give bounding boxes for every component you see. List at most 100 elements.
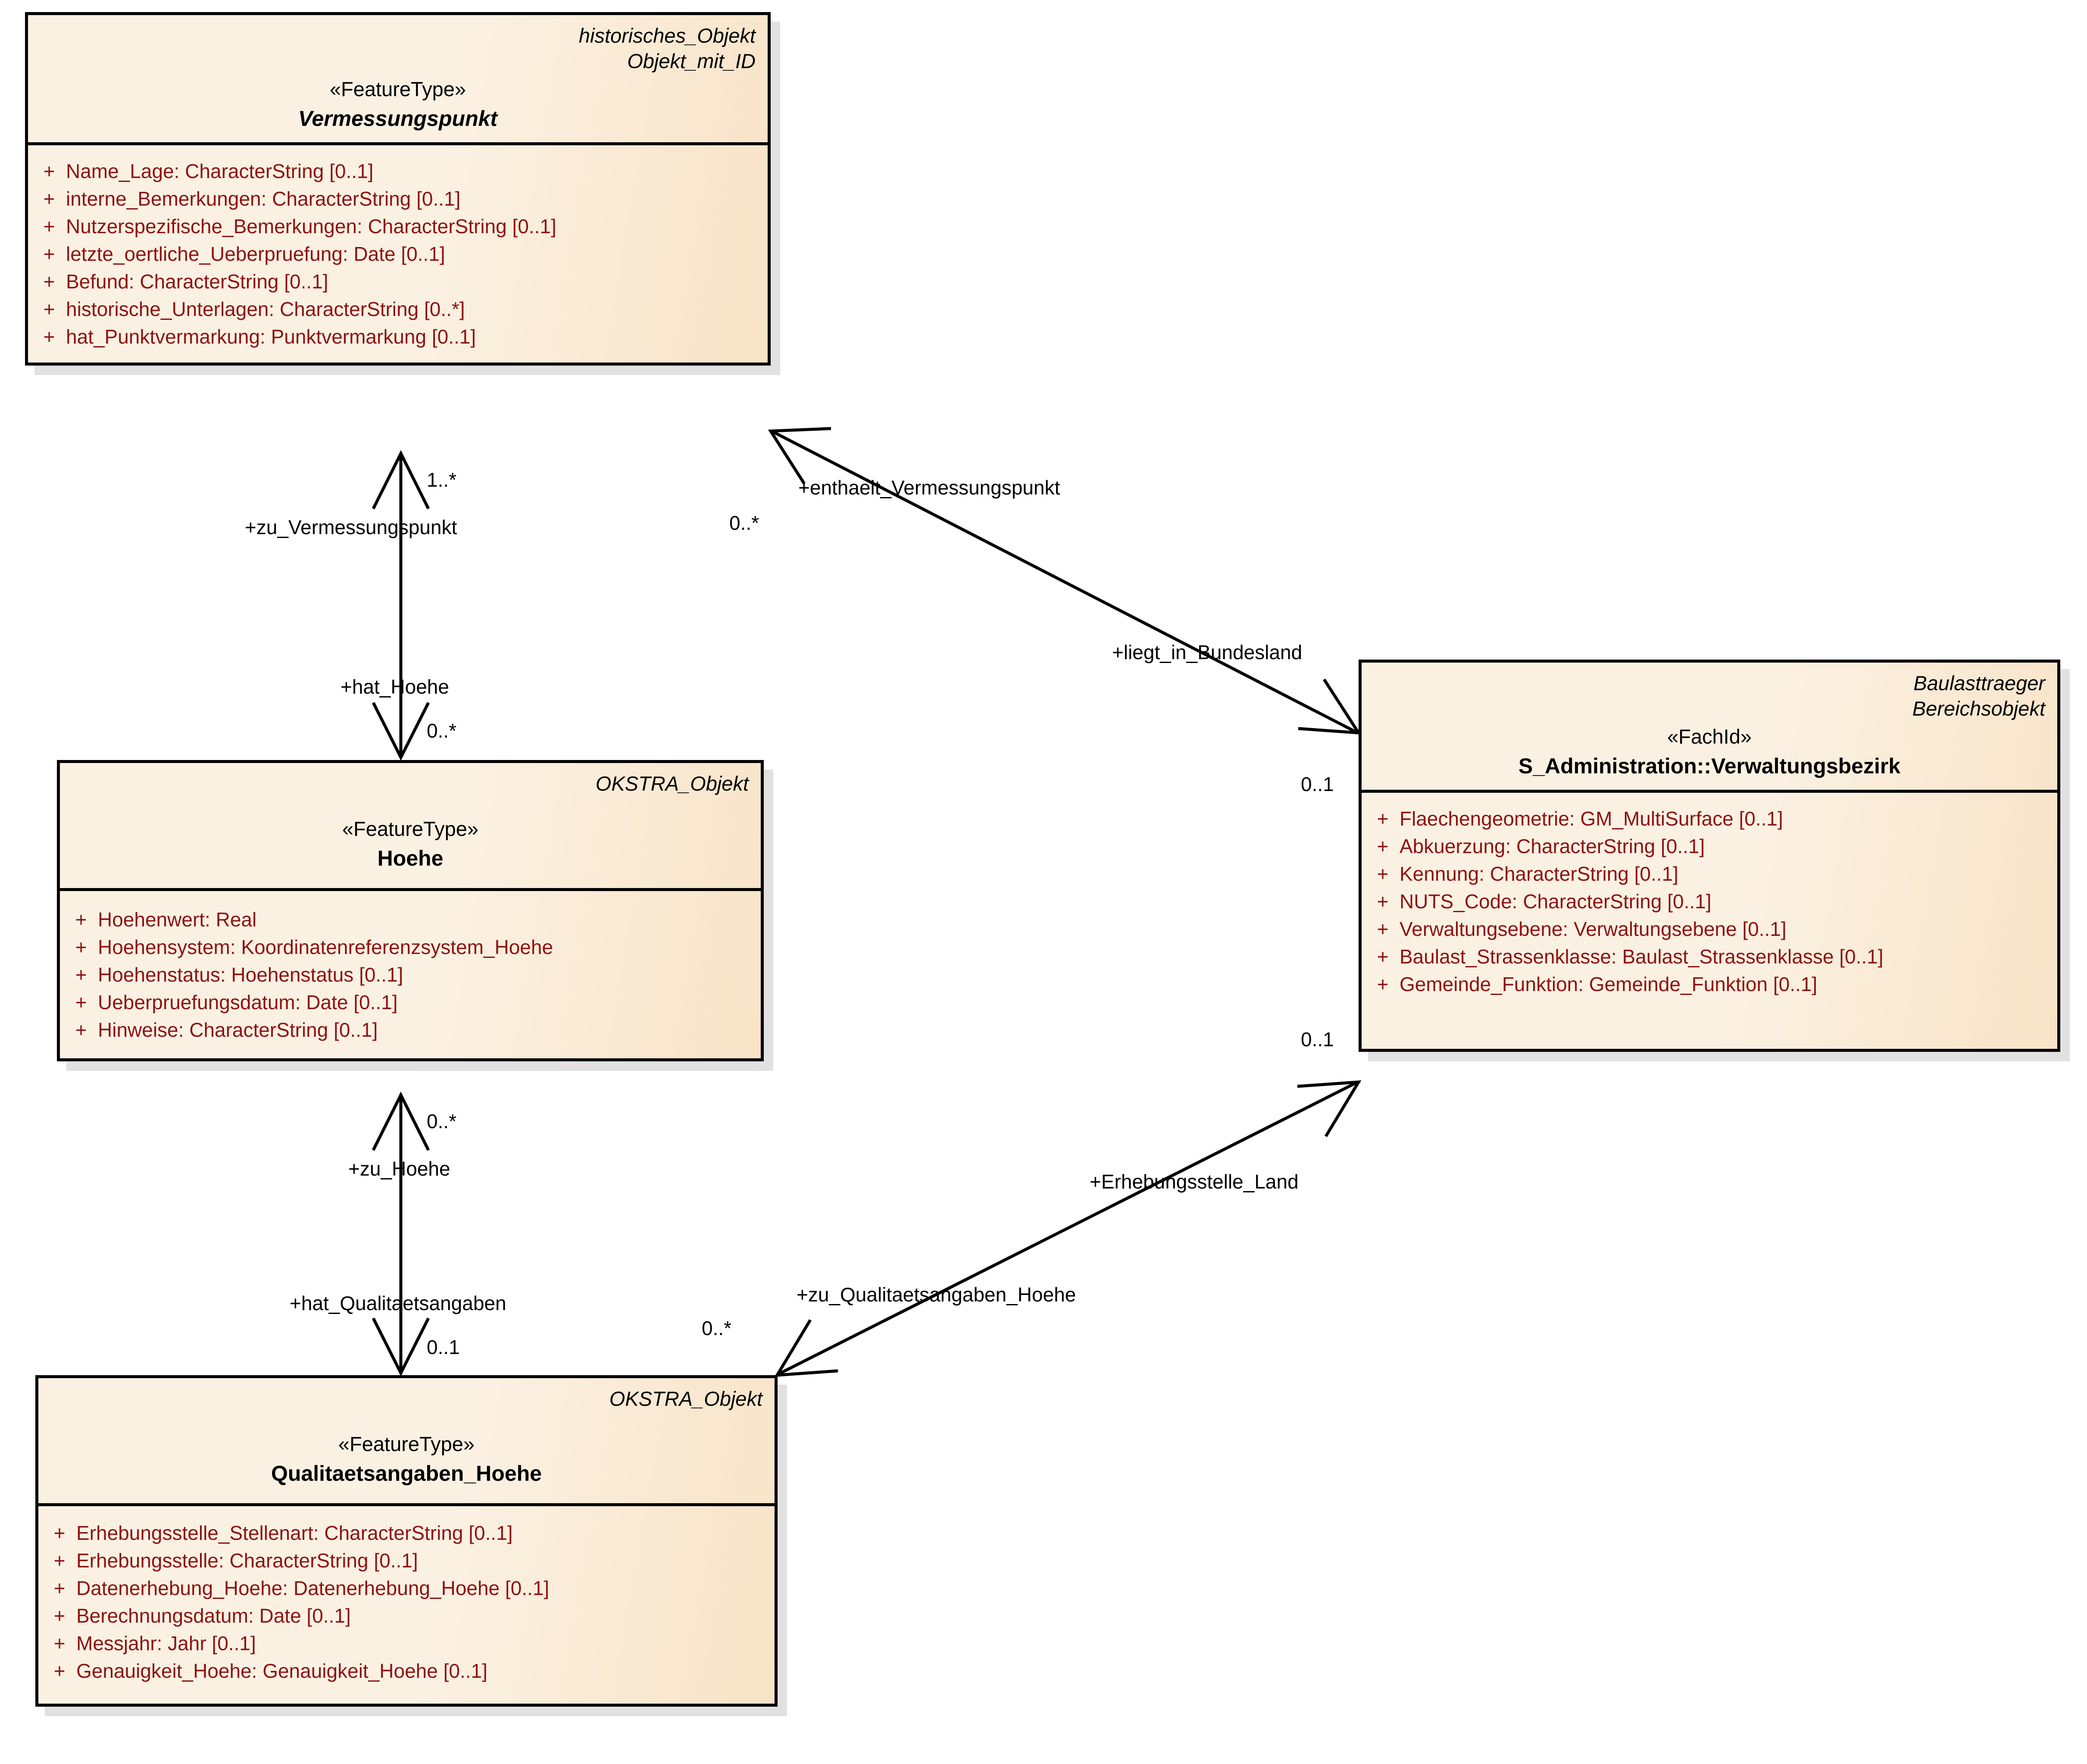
- supertype-label: Objekt_mit_ID: [627, 50, 756, 73]
- attribute-row: + Messjahr: Jahr [0..1]: [43, 1630, 770, 1657]
- attribute-row: + Befund: CharacterString [0..1]: [32, 268, 763, 295]
- attribute-row: + Flaechengeometrie: GM_MultiSurface [0.…: [1366, 805, 2053, 832]
- class-attributes-hoehe: + Hoehenwert: Real + Hoehensystem: Koord…: [60, 891, 761, 1058]
- visibility-marker: +: [75, 936, 87, 959]
- visibility-marker: +: [53, 1522, 66, 1545]
- class-header-hoehe: OKSTRA_Objekt «FeatureType» Hoehe: [60, 763, 761, 891]
- attribute-row: + Name_Lage: CharacterString [0..1]: [32, 157, 763, 185]
- class-box-vermessungspunkt[interactable]: historisches_Objekt Objekt_mit_ID «Featu…: [25, 12, 771, 366]
- class-box-hoehe[interactable]: OKSTRA_Objekt «FeatureType» Hoehe + Hoeh…: [57, 760, 764, 1062]
- attribute-row: + hat_Punktvermarkung: Punktvermarkung […: [32, 323, 763, 350]
- arrowhead-to-hoehe: [372, 702, 430, 761]
- visibility-marker: +: [43, 270, 55, 293]
- arrowhead-to-qualitaetsangaben-2: [774, 1319, 838, 1377]
- attribute-signature: Nutzerspezifische_Bemerkungen: Character…: [66, 215, 556, 238]
- supertype-label: Baulasttraeger: [1913, 672, 2045, 694]
- supertype-label: OKSTRA_Objekt: [609, 1387, 762, 1410]
- attribute-signature: Ueberpruefungsdatum: Date [0..1]: [98, 991, 398, 1014]
- attribute-row: + Baulast_Strassenklasse: Baulast_Strass…: [1366, 943, 2053, 970]
- class-stereotype: «FeatureType»: [329, 78, 466, 101]
- attribute-row: + Genauigkeit_Hoehe: Genauigkeit_Hoehe […: [43, 1657, 770, 1685]
- attribute-signature: historische_Unterlagen: CharacterString …: [66, 298, 465, 321]
- attribute-signature: Hoehenwert: Real: [98, 908, 257, 931]
- arrowhead-to-hoehe-2: [372, 1092, 430, 1151]
- class-attributes-vermessungspunkt: + Name_Lage: CharacterString [0..1] + in…: [28, 145, 768, 363]
- visibility-marker: +: [43, 160, 55, 183]
- visibility-marker: +: [43, 298, 55, 321]
- attribute-row: + Hoehenstatus: Hoehenstatus [0..1]: [64, 961, 756, 988]
- role-hat-hoehe: +hat_Hoehe: [341, 676, 449, 698]
- attribute-row: + Kennung: CharacterString [0..1]: [1366, 860, 2053, 888]
- visibility-marker: +: [53, 1660, 66, 1683]
- visibility-marker: +: [75, 991, 87, 1014]
- class-header-verwaltungsbezirk: Baulasttraeger Bereichsobjekt «FachId» S…: [1362, 663, 2057, 793]
- role-zu-qualitaetsangaben-hoehe: +zu_Qualitaetsangaben_Hoehe: [797, 1283, 1076, 1306]
- attribute-signature: Messjahr: Jahr [0..1]: [76, 1632, 256, 1655]
- attribute-row: + Berechnungsdatum: Date [0..1]: [43, 1602, 770, 1630]
- class-stereotype: «FeatureType»: [338, 1432, 475, 1456]
- attribute-signature: Baulast_Strassenklasse: Baulast_Strassen…: [1400, 945, 1884, 968]
- role-liegt-in-bundesland: +liegt_in_Bundesland: [1112, 641, 1303, 663]
- attribute-signature: Hinweise: CharacterString [0..1]: [98, 1019, 378, 1042]
- multiplicity-zu-qualitaetsangaben-hoehe: 0..*: [702, 1317, 732, 1339]
- attribute-row: + Nutzerspezifische_Bemerkungen: Charact…: [32, 213, 763, 240]
- class-name: S_Administration::Verwaltungsbezirk: [1518, 754, 1901, 779]
- edge-qualitaetsangaben-verwaltungsbezirk: [777, 1080, 1359, 1376]
- attribute-row: + letzte_oertliche_Ueberpruefung: Date […: [32, 240, 763, 268]
- visibility-marker: +: [1377, 890, 1389, 913]
- supertype-label: historisches_Objekt: [578, 24, 756, 47]
- visibility-marker: +: [53, 1577, 66, 1600]
- attribute-row: + NUTS_Code: CharacterString [0..1]: [1366, 888, 2053, 915]
- attribute-row: + Ueberpruefungsdatum: Date [0..1]: [64, 988, 756, 1016]
- class-box-qualitaetsangaben-hoehe[interactable]: OKSTRA_Objekt «FeatureType» Qualitaetsan…: [35, 1375, 778, 1707]
- visibility-marker: +: [75, 1019, 87, 1042]
- visibility-marker: +: [53, 1549, 66, 1572]
- class-box-verwaltungsbezirk[interactable]: Baulasttraeger Bereichsobjekt «FachId» S…: [1359, 660, 2060, 1052]
- multiplicity-zu-hoehe: 0..*: [427, 1110, 457, 1132]
- visibility-marker: +: [43, 243, 55, 266]
- arrowhead-to-verwaltungsbezirk-1: [1298, 679, 1362, 735]
- attribute-signature: NUTS_Code: CharacterString [0..1]: [1400, 890, 1712, 913]
- attribute-signature: Erhebungsstelle: CharacterString [0..1]: [76, 1549, 418, 1572]
- multiplicity-zu-vermessungspunkt: 1..*: [427, 469, 457, 491]
- attribute-signature: Hoehenstatus: Hoehenstatus [0..1]: [98, 963, 403, 986]
- role-zu-vermessungspunkt: +zu_Vermessungspunkt: [245, 516, 457, 538]
- attribute-signature: Hoehensystem: Koordinatenreferenzsystem_…: [98, 936, 553, 959]
- visibility-marker: +: [1377, 945, 1389, 968]
- visibility-marker: +: [1377, 835, 1389, 858]
- role-hat-qualitaetsangaben: +hat_Qualitaetsangaben: [290, 1292, 506, 1314]
- attribute-signature: hat_Punktvermarkung: Punktvermarkung [0.…: [66, 325, 476, 348]
- multiplicity-hat-hoehe: 0..*: [427, 719, 457, 742]
- attribute-row: + interne_Bemerkungen: CharacterString […: [32, 185, 763, 213]
- attribute-row: + Hoehensystem: Koordinatenreferenzsyste…: [64, 933, 756, 961]
- class-stereotype: «FeatureType»: [342, 817, 479, 841]
- attribute-signature: Befund: CharacterString [0..1]: [66, 270, 328, 293]
- supertype-label: OKSTRA_Objekt: [595, 772, 749, 795]
- attribute-signature: Flaechengeometrie: GM_MultiSurface [0..1…: [1400, 807, 1783, 830]
- visibility-marker: +: [53, 1632, 66, 1655]
- attribute-row: + Hoehenwert: Real: [64, 906, 756, 933]
- multiplicity-erhebungsstelle-land: 0..1: [1301, 1028, 1334, 1051]
- arrowhead-to-vermessungspunkt: [372, 450, 430, 510]
- attribute-row: + historische_Unterlagen: CharacterStrin…: [32, 295, 763, 323]
- role-enthaelt-vermessungspunkt: +enthaelt_Vermessungspunkt: [798, 476, 1060, 499]
- attribute-row: + Erhebungsstelle_Stellenart: CharacterS…: [43, 1519, 770, 1547]
- class-attributes-verwaltungsbezirk: + Flaechengeometrie: GM_MultiSurface [0.…: [1362, 793, 2057, 1049]
- visibility-marker: +: [43, 188, 55, 210]
- attribute-signature: Erhebungsstelle_Stellenart: CharacterStr…: [76, 1522, 513, 1545]
- attribute-signature: letzte_oertliche_Ueberpruefung: Date [0.…: [66, 243, 445, 266]
- class-header-qualitaetsangaben-hoehe: OKSTRA_Objekt «FeatureType» Qualitaetsan…: [38, 1378, 775, 1507]
- visibility-marker: +: [53, 1604, 66, 1627]
- attribute-row: + Verwaltungsebene: Verwaltungsebene [0.…: [1366, 915, 2053, 943]
- attribute-row: + Erhebungsstelle: CharacterString [0..1…: [43, 1547, 770, 1574]
- multiplicity-liegt-in-bundesland: 0..1: [1301, 773, 1334, 795]
- visibility-marker: +: [1377, 863, 1389, 885]
- attribute-row: + Hinweise: CharacterString [0..1]: [64, 1016, 756, 1044]
- attribute-signature: Abkuerzung: CharacterString [0..1]: [1400, 835, 1705, 858]
- attribute-signature: Verwaltungsebene: Verwaltungsebene [0..1…: [1400, 918, 1787, 941]
- role-zu-hoehe: +zu_Hoehe: [348, 1157, 450, 1180]
- multiplicity-enthaelt-vermessungspunkt: 0..*: [729, 512, 759, 534]
- attribute-signature: Berechnungsdatum: Date [0..1]: [76, 1604, 351, 1627]
- visibility-marker: +: [43, 325, 55, 348]
